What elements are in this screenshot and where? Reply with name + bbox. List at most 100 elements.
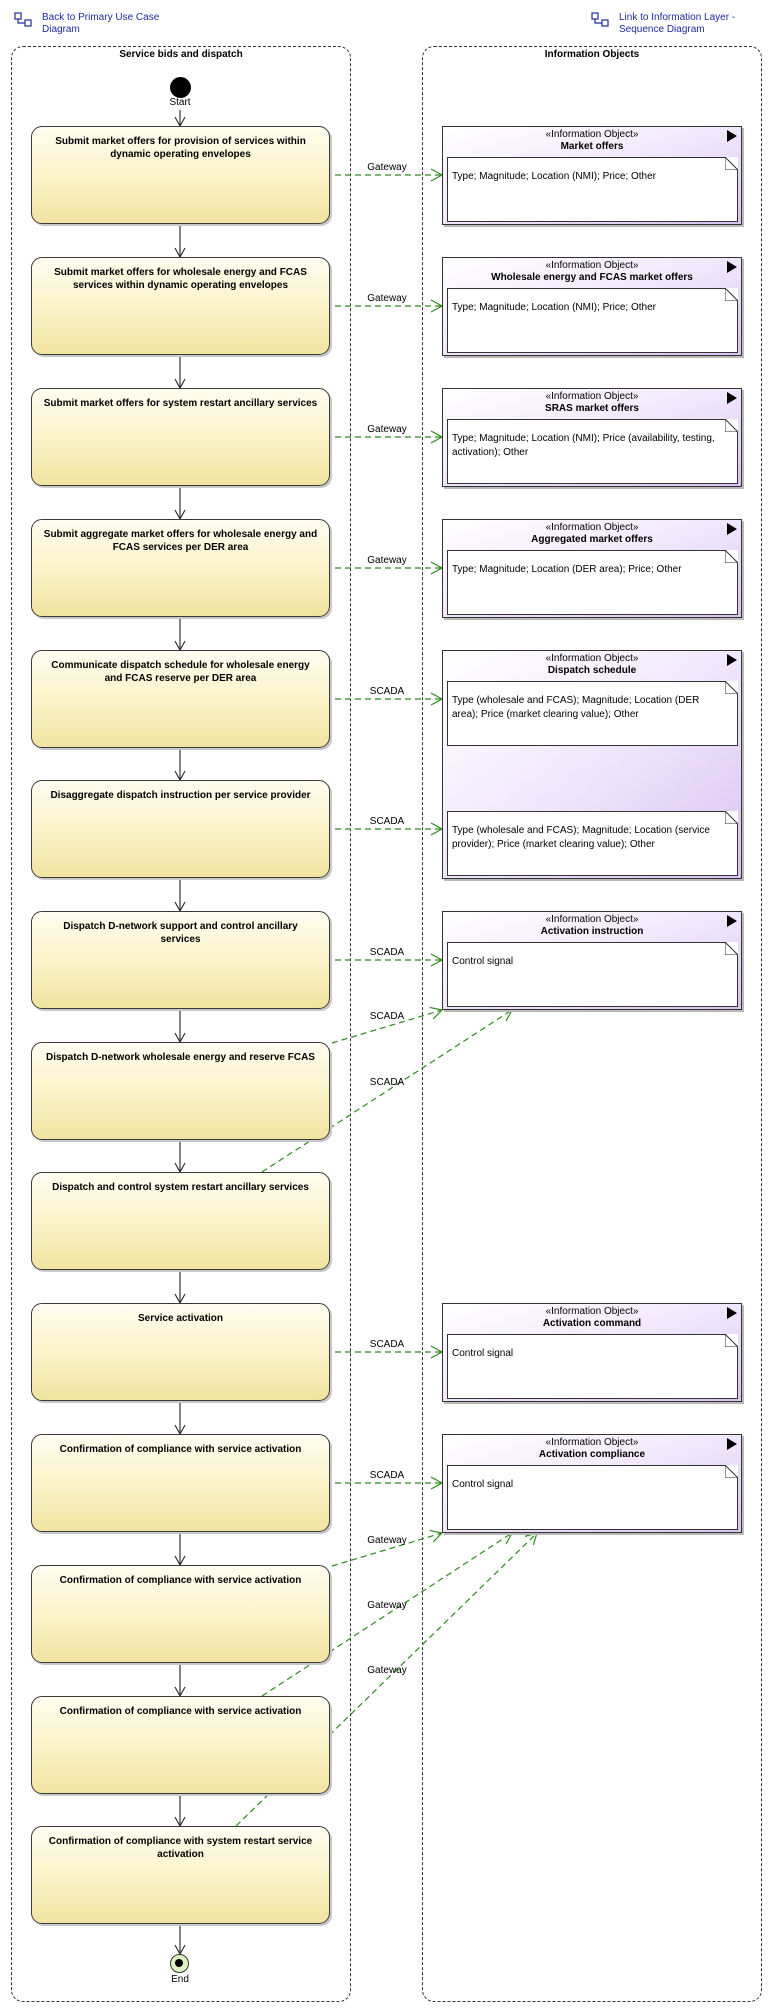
end-node bbox=[170, 1954, 189, 1973]
information-object[interactable]: «Information Object»Activation instructi… bbox=[442, 911, 742, 1010]
note-fold-icon bbox=[725, 288, 738, 301]
information-object-name: Wholesale energy and FCAS market offers bbox=[491, 272, 693, 283]
flow-label: SCADA bbox=[369, 947, 405, 958]
end-label: End bbox=[171, 1974, 189, 1985]
information-flow-arrow bbox=[331, 1006, 444, 1044]
information-object-name: Activation instruction bbox=[540, 926, 644, 937]
action-node[interactable]: Confirmation of compliance with service … bbox=[31, 1434, 330, 1532]
flow-label: SCADA bbox=[369, 1339, 405, 1350]
lane-service-bids-and-dispatch: Service bids and dispatch bbox=[11, 46, 351, 2002]
flow-label: SCADA bbox=[369, 1011, 405, 1022]
note-text: Type; Magnitude; Location (NMI); Price (… bbox=[452, 433, 715, 458]
note-fold-icon bbox=[725, 157, 738, 170]
lane-information-objects: Information Objects bbox=[422, 46, 762, 2002]
flow-label: Gateway bbox=[367, 293, 407, 304]
note-box: Type; Magnitude; Location (NMI); Price; … bbox=[447, 157, 738, 222]
action-label: Submit market offers for provision of se… bbox=[55, 136, 306, 160]
action-label: Service activation bbox=[137, 1313, 224, 1324]
flow-label: Gateway bbox=[367, 1535, 407, 1546]
note-box: Control signal bbox=[447, 1465, 738, 1530]
information-layer-link-label: Link to Information Layer - Sequence Dia… bbox=[619, 12, 736, 35]
flow-label: Gateway bbox=[367, 555, 407, 566]
information-object-name: Dispatch schedule bbox=[547, 665, 637, 676]
object-marker-icon bbox=[727, 523, 737, 535]
stereotype-label: «Information Object» bbox=[545, 914, 639, 925]
information-flow-arrow bbox=[331, 1529, 444, 1567]
stereotype-label: «Information Object» bbox=[545, 391, 639, 402]
action-label: Submit market offers for wholesale energ… bbox=[54, 267, 307, 291]
information-object[interactable]: «Information Object»Wholesale energy and… bbox=[442, 257, 742, 356]
object-marker-icon bbox=[727, 1307, 737, 1319]
action-label: Confirmation of compliance with system r… bbox=[48, 1836, 313, 1860]
note-text: Control signal bbox=[452, 1479, 514, 1490]
action-node[interactable]: Communicate dispatch schedule for wholes… bbox=[31, 650, 330, 748]
start-node bbox=[170, 77, 191, 98]
action-label: Confirmation of compliance with service … bbox=[59, 1575, 302, 1586]
action-label: Communicate dispatch schedule for wholes… bbox=[51, 660, 310, 684]
action-node[interactable]: Submit market offers for provision of se… bbox=[31, 126, 330, 224]
action-label: Submit market offers for system restart … bbox=[43, 398, 318, 409]
note-fold-icon bbox=[725, 942, 738, 955]
flow-label: SCADA bbox=[369, 686, 405, 697]
back-link-label: Back to Primary Use Case Diagram bbox=[42, 12, 160, 35]
action-label: Confirmation of compliance with service … bbox=[59, 1706, 302, 1717]
link-to-information-layer[interactable]: Link to Information Layer - Sequence Dia… bbox=[591, 12, 749, 36]
note-text: Control signal bbox=[452, 956, 514, 967]
note-fold-icon bbox=[725, 1334, 738, 1347]
action-label: Disaggregate dispatch instruction per se… bbox=[50, 790, 311, 801]
action-node[interactable]: Submit market offers for wholesale energ… bbox=[31, 257, 330, 355]
action-node[interactable]: Disaggregate dispatch instruction per se… bbox=[31, 780, 330, 878]
stereotype-label: «Information Object» bbox=[545, 260, 639, 271]
action-node[interactable]: Submit market offers for system restart … bbox=[31, 388, 330, 486]
action-node[interactable]: Dispatch and control system restart anci… bbox=[31, 1172, 330, 1270]
information-object[interactable]: «Information Object»Aggregated market of… bbox=[442, 519, 742, 618]
action-label: Dispatch D-network wholesale energy and … bbox=[46, 1052, 315, 1063]
flow-label: Gateway bbox=[367, 424, 407, 435]
note-text: Type; Magnitude; Location (NMI); Price; … bbox=[452, 302, 656, 313]
object-marker-icon bbox=[727, 1438, 737, 1450]
action-node[interactable]: Dispatch D-network wholesale energy and … bbox=[31, 1042, 330, 1140]
action-node[interactable]: Dispatch D-network support and control a… bbox=[31, 911, 330, 1009]
stereotype-label: «Information Object» bbox=[545, 522, 639, 533]
object-marker-icon bbox=[727, 392, 737, 404]
object-marker-icon bbox=[727, 130, 737, 142]
flow-label: SCADA bbox=[369, 1077, 405, 1088]
note-box: Type (wholesale and FCAS); Magnitude; Lo… bbox=[447, 811, 738, 876]
note-text: Type (wholesale and FCAS); Magnitude; Lo… bbox=[452, 695, 700, 720]
back-to-primary-use-case-link[interactable]: Back to Primary Use Case Diagram bbox=[14, 12, 172, 36]
action-label: Confirmation of compliance with service … bbox=[59, 1444, 302, 1455]
action-node[interactable]: Confirmation of compliance with system r… bbox=[31, 1826, 330, 1924]
note-text: Control signal bbox=[452, 1348, 514, 1359]
note-box: Type (wholesale and FCAS); Magnitude; Lo… bbox=[447, 681, 738, 746]
stereotype-label: «Information Object» bbox=[545, 653, 639, 664]
object-marker-icon bbox=[727, 654, 737, 666]
flow-label: Gateway bbox=[367, 1665, 407, 1676]
information-object-name: Activation compliance bbox=[538, 1449, 646, 1460]
note-box: Type; Magnitude; Location (DER area); Pr… bbox=[447, 550, 738, 615]
flow-label: SCADA bbox=[369, 1470, 405, 1481]
note-box: Control signal bbox=[447, 1334, 738, 1399]
action-node[interactable]: Confirmation of compliance with service … bbox=[31, 1696, 330, 1794]
note-box: Type; Magnitude; Location (NMI); Price; … bbox=[447, 288, 738, 353]
note-text: Type (wholesale and FCAS); Magnitude; Lo… bbox=[452, 825, 710, 850]
flow-label: Gateway bbox=[367, 1600, 407, 1611]
action-label: Dispatch D-network support and control a… bbox=[63, 921, 298, 945]
note-text: Type; Magnitude; Location (NMI); Price; … bbox=[452, 171, 656, 182]
stereotype-label: «Information Object» bbox=[545, 129, 639, 140]
action-node[interactable]: Service activation bbox=[31, 1303, 330, 1401]
note-box: Control signal bbox=[447, 942, 738, 1007]
note-text: Type; Magnitude; Location (DER area); Pr… bbox=[452, 564, 682, 575]
lane-title: Service bids and dispatch bbox=[119, 49, 243, 60]
flow-label: SCADA bbox=[369, 816, 405, 827]
action-node[interactable]: Confirmation of compliance with service … bbox=[31, 1565, 330, 1663]
diagram-link-icon bbox=[591, 12, 609, 27]
action-node[interactable]: Submit aggregate market offers for whole… bbox=[31, 519, 330, 617]
information-object-name: Activation command bbox=[542, 1318, 642, 1329]
information-object[interactable]: «Information Object»Activation complianc… bbox=[442, 1434, 742, 1533]
object-marker-icon bbox=[727, 261, 737, 273]
